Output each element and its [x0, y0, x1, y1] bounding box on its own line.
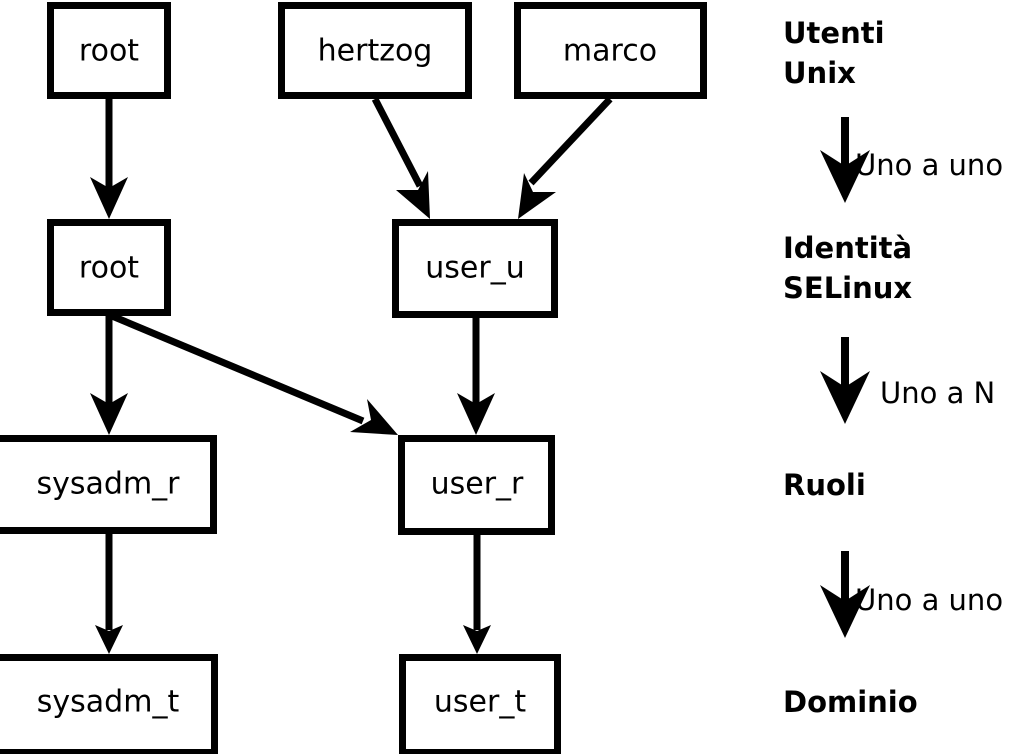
node-unix-hertzog[interactable]: hertzog	[278, 2, 472, 99]
node-box	[398, 435, 555, 535]
edge-root-to-user-r	[110, 312, 398, 435]
legend-relation-one-to-one-a: Uno a uno	[820, 117, 1003, 203]
legend-relation-label: Uno a uno	[855, 583, 1003, 617]
legend-relation-label: Uno a uno	[855, 148, 1003, 182]
arrow-head-icon	[463, 625, 491, 654]
node-box	[278, 2, 472, 99]
node-identity-root[interactable]: root	[47, 219, 171, 316]
node-box	[392, 219, 558, 318]
arrow-head-icon	[90, 177, 128, 219]
edge-user-r-to-user-t	[463, 534, 491, 654]
legend-stage-line-2: Unix	[783, 56, 856, 90]
edge-root-to-sysadm-r	[90, 315, 128, 435]
legend-stage-line-1: Ruoli	[783, 468, 866, 502]
node-domain-sysadm-t[interactable]: sysadm_t	[0, 654, 218, 754]
node-box	[514, 2, 707, 99]
node-label: user_r	[431, 467, 524, 502]
node-label: user_u	[425, 251, 524, 286]
legend-stage-ruoli: Ruoli	[783, 468, 866, 502]
legend-stage-line-1: Utenti	[783, 16, 885, 50]
edge-root-to-root	[90, 99, 128, 219]
legend-relation-one-to-n: Uno a N	[820, 337, 995, 424]
edge-user-u-to-user-r	[457, 318, 495, 435]
node-box	[0, 435, 217, 534]
node-label: hertzog	[318, 34, 433, 69]
node-domain-user-t[interactable]: user_t	[399, 654, 561, 754]
node-label: root	[79, 251, 139, 286]
legend-stage-utenti-unix: Utenti Unix	[783, 16, 885, 90]
legend-stage-identita-selinux: Identità SELinux	[783, 231, 912, 305]
edge-sysadm-r-to-sysadm-t	[95, 533, 123, 654]
arrow-head-icon	[90, 393, 128, 435]
node-label: root	[79, 34, 139, 69]
node-identity-user-u[interactable]: user_u	[392, 219, 558, 318]
edge-marco-to-user-u	[518, 96, 613, 219]
legend-stage-line-1: Identità	[783, 231, 912, 265]
node-label: sysadm_t	[37, 685, 180, 720]
arrow-head-icon	[95, 625, 123, 654]
node-role-sysadm-r[interactable]: sysadm_r	[0, 435, 217, 534]
arrow-head-icon	[820, 371, 870, 424]
legend-relation-one-to-one-b: Uno a uno	[820, 551, 1003, 638]
node-unix-root[interactable]: root	[47, 2, 171, 99]
node-unix-marco[interactable]: marco	[514, 2, 707, 99]
arrow-head-icon	[396, 171, 430, 219]
node-box	[399, 654, 561, 754]
node-label: user_t	[434, 685, 526, 720]
node-label: sysadm_r	[37, 467, 181, 502]
arrow-head-icon	[457, 393, 495, 435]
arrow-head-icon	[820, 585, 870, 638]
legend-relation-label: Uno a N	[880, 376, 995, 410]
edge-hertzog-to-user-u	[371, 97, 430, 219]
node-label: marco	[563, 34, 657, 69]
arrow-head-icon	[350, 399, 398, 435]
node-box	[47, 219, 171, 316]
node-role-user-r[interactable]: user_r	[398, 435, 555, 535]
arrow-head-icon	[518, 173, 556, 219]
legend-stage-line-2: SELinux	[783, 271, 912, 305]
legend-stage-dominio: Dominio	[783, 685, 918, 719]
arrow-head-icon	[820, 150, 870, 203]
node-box	[0, 654, 218, 754]
legend-stage-line-1: Dominio	[783, 685, 918, 719]
node-box	[47, 2, 171, 99]
